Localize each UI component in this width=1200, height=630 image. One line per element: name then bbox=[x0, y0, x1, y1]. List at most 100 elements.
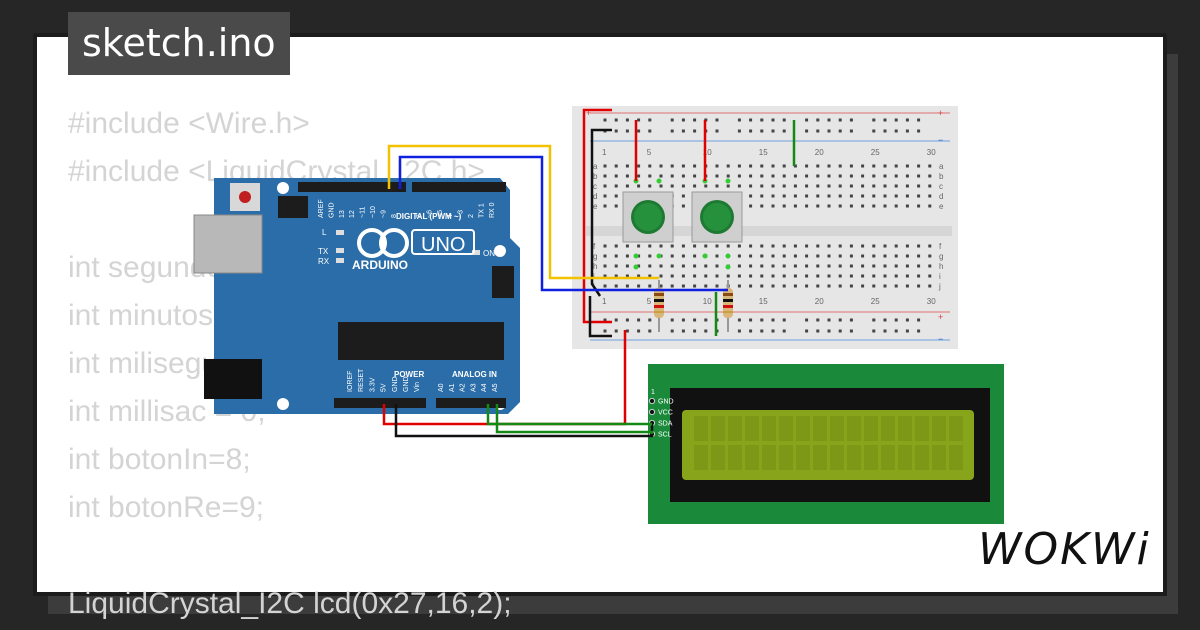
breadboard-hole[interactable] bbox=[771, 204, 775, 208]
breadboard-hole[interactable] bbox=[771, 174, 775, 178]
rail-hole[interactable] bbox=[905, 129, 909, 133]
breadboard-hole[interactable] bbox=[917, 204, 921, 208]
breadboard-hole[interactable] bbox=[816, 194, 820, 198]
rail-hole[interactable] bbox=[670, 129, 674, 133]
breadboard-hole[interactable] bbox=[737, 284, 741, 288]
breadboard-hole[interactable] bbox=[760, 174, 764, 178]
lcd-pin[interactable] bbox=[648, 408, 656, 416]
breadboard-hole[interactable] bbox=[614, 284, 618, 288]
breadboard-hole[interactable] bbox=[905, 184, 909, 188]
breadboard-hole[interactable] bbox=[614, 264, 618, 268]
breadboard-hole[interactable] bbox=[793, 164, 797, 168]
breadboard-hole[interactable] bbox=[681, 274, 685, 278]
breadboard-hole[interactable] bbox=[670, 254, 674, 258]
breadboard-hole[interactable] bbox=[872, 244, 876, 248]
breadboard-hole[interactable] bbox=[637, 274, 641, 278]
breadboard-hole[interactable] bbox=[816, 244, 820, 248]
rail-hole[interactable] bbox=[905, 318, 909, 322]
breadboard-hole[interactable] bbox=[715, 164, 719, 168]
rail-hole[interactable] bbox=[771, 329, 775, 333]
breadboard-hole[interactable] bbox=[827, 204, 831, 208]
breadboard-hole[interactable] bbox=[872, 194, 876, 198]
breadboard-hole[interactable] bbox=[805, 174, 809, 178]
breadboard-hole[interactable] bbox=[827, 174, 831, 178]
breadboard-hole[interactable] bbox=[648, 174, 652, 178]
breadboard-hole[interactable] bbox=[760, 254, 764, 258]
breadboard-hole[interactable] bbox=[894, 284, 898, 288]
rail-hole[interactable] bbox=[805, 129, 809, 133]
breadboard-hole[interactable] bbox=[670, 284, 674, 288]
breadboard-hole[interactable] bbox=[681, 264, 685, 268]
breadboard-hole[interactable] bbox=[681, 204, 685, 208]
breadboard-hole[interactable] bbox=[648, 284, 652, 288]
breadboard-hole[interactable] bbox=[760, 184, 764, 188]
breadboard-hole[interactable] bbox=[917, 174, 921, 178]
breadboard-hole[interactable] bbox=[726, 164, 730, 168]
breadboard-hole[interactable] bbox=[883, 274, 887, 278]
breadboard-hole[interactable] bbox=[883, 174, 887, 178]
breadboard-hole[interactable] bbox=[917, 254, 921, 258]
breadboard-hole[interactable] bbox=[749, 184, 753, 188]
rail-hole[interactable] bbox=[883, 318, 887, 322]
rail-hole[interactable] bbox=[614, 318, 618, 322]
breadboard-hole[interactable] bbox=[872, 254, 876, 258]
rail-hole[interactable] bbox=[827, 329, 831, 333]
breadboard-hole[interactable] bbox=[681, 244, 685, 248]
breadboard-hole[interactable] bbox=[849, 264, 853, 268]
breadboard-hole[interactable] bbox=[603, 204, 607, 208]
breadboard-hole[interactable] bbox=[928, 194, 932, 198]
breadboard-hole[interactable] bbox=[872, 264, 876, 268]
breadboard-hole[interactable] bbox=[838, 164, 842, 168]
breadboard-hole[interactable] bbox=[659, 284, 663, 288]
breadboard-hole[interactable] bbox=[737, 164, 741, 168]
breadboard-hole[interactable] bbox=[603, 264, 607, 268]
rail-hole[interactable] bbox=[693, 318, 697, 322]
breadboard-hole[interactable] bbox=[648, 274, 652, 278]
rail-hole[interactable] bbox=[648, 318, 652, 322]
breadboard-hole[interactable] bbox=[693, 274, 697, 278]
breadboard-hole[interactable] bbox=[782, 274, 786, 278]
breadboard-hole[interactable] bbox=[917, 194, 921, 198]
breadboard-hole[interactable] bbox=[805, 264, 809, 268]
breadboard-hole[interactable] bbox=[905, 164, 909, 168]
breadboard-hole[interactable] bbox=[749, 274, 753, 278]
breadboard-hole[interactable] bbox=[827, 194, 831, 198]
breadboard-hole[interactable] bbox=[760, 274, 764, 278]
breadboard-hole[interactable] bbox=[861, 184, 865, 188]
rail-hole[interactable] bbox=[670, 318, 674, 322]
rail-hole[interactable] bbox=[614, 329, 618, 333]
rail-hole[interactable] bbox=[760, 318, 764, 322]
breadboard-hole[interactable] bbox=[827, 244, 831, 248]
breadboard-hole[interactable] bbox=[894, 204, 898, 208]
rail-hole[interactable] bbox=[827, 318, 831, 322]
breadboard-hole[interactable] bbox=[816, 164, 820, 168]
breadboard-hole[interactable] bbox=[905, 174, 909, 178]
lcd-pin[interactable] bbox=[648, 397, 656, 405]
breadboard-hole[interactable] bbox=[894, 264, 898, 268]
breadboard-hole[interactable] bbox=[805, 274, 809, 278]
breadboard-hole[interactable] bbox=[782, 194, 786, 198]
breadboard-hole[interactable] bbox=[917, 184, 921, 188]
breadboard-hole[interactable] bbox=[894, 194, 898, 198]
breadboard-hole[interactable] bbox=[805, 254, 809, 258]
breadboard-hole[interactable] bbox=[771, 274, 775, 278]
breadboard-hole[interactable] bbox=[749, 264, 753, 268]
breadboard-hole[interactable] bbox=[838, 254, 842, 258]
rail-hole[interactable] bbox=[614, 118, 618, 122]
rail-hole[interactable] bbox=[737, 318, 741, 322]
breadboard-hole[interactable] bbox=[749, 174, 753, 178]
breadboard-hole[interactable] bbox=[793, 274, 797, 278]
breadboard-hole[interactable] bbox=[816, 204, 820, 208]
breadboard-hole[interactable] bbox=[849, 164, 853, 168]
breadboard-hole[interactable] bbox=[771, 184, 775, 188]
rail-hole[interactable] bbox=[704, 318, 708, 322]
rail-hole[interactable] bbox=[805, 329, 809, 333]
breadboard-hole[interactable] bbox=[816, 284, 820, 288]
breadboard-hole[interactable] bbox=[704, 244, 708, 248]
breadboard-hole[interactable] bbox=[603, 164, 607, 168]
breadboard-hole[interactable] bbox=[625, 174, 629, 178]
breadboard-hole[interactable] bbox=[614, 244, 618, 248]
breadboard-hole[interactable] bbox=[749, 204, 753, 208]
breadboard-hole[interactable] bbox=[861, 264, 865, 268]
rail-hole[interactable] bbox=[737, 118, 741, 122]
